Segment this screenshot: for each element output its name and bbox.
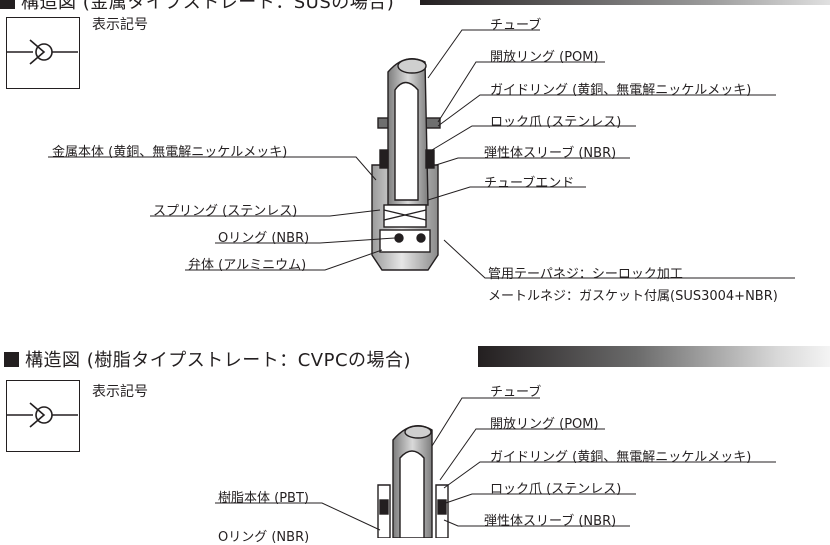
label-valve-body: 弁体 (アルミニウム) [188,258,307,273]
label-guide-ring: ガイドリング (黄銅、無電解ニッケルメッキ) [490,83,752,98]
label2-tube: チューブ [490,385,542,400]
leader-lines-1 [48,29,795,279]
heading-square-icon [4,352,19,367]
label2-guide-ring: ガイドリング (黄銅、無電解ニッケルメッキ) [490,450,752,465]
check-valve-symbol-1 [6,39,78,65]
label-spring: スプリング (ステンレス) [153,204,298,219]
label-release-ring: 開放リング (POM) [490,50,599,65]
section2-heading: 構造図 (樹脂タイプストレート：CVPCの場合) [4,346,411,372]
label-elastic-sleeve: 弾性体スリーブ (NBR) [484,146,617,161]
label2-elastic-sleeve: 弾性体スリーブ (NBR) [484,514,617,529]
section1-symbol-label: 表示記号 [92,17,148,33]
label2-release-ring: 開放リング (POM) [490,417,599,432]
fitting-cross-section-2 [377,425,449,538]
heading-square-icon [0,0,15,9]
label2-resin-body: 樹脂本体 (PBT) [218,491,309,506]
check-valve-symbol-2 [6,402,78,428]
fitting-cross-section-1 [371,58,441,271]
label-o-ring: Oリング (NBR) [218,231,310,246]
section2-heading-bar [478,346,830,367]
section1-heading-bar [420,0,830,5]
label-metric-thread: メートルネジ：ガスケット付属(SUS3004+NBR) [488,289,778,304]
label-metal-body: 金属本体 (黄銅、無電解ニッケルメッキ) [52,145,288,160]
label-tube: チューブ [490,18,542,33]
label2-lock-claw: ロック爪 (ステンレス) [490,482,622,497]
section1-heading: 構造図 (金属タイプストレート：SUSの場合) [0,0,394,14]
section2-symbol-label: 表示記号 [92,384,148,400]
leader-lines-2 [215,397,776,531]
